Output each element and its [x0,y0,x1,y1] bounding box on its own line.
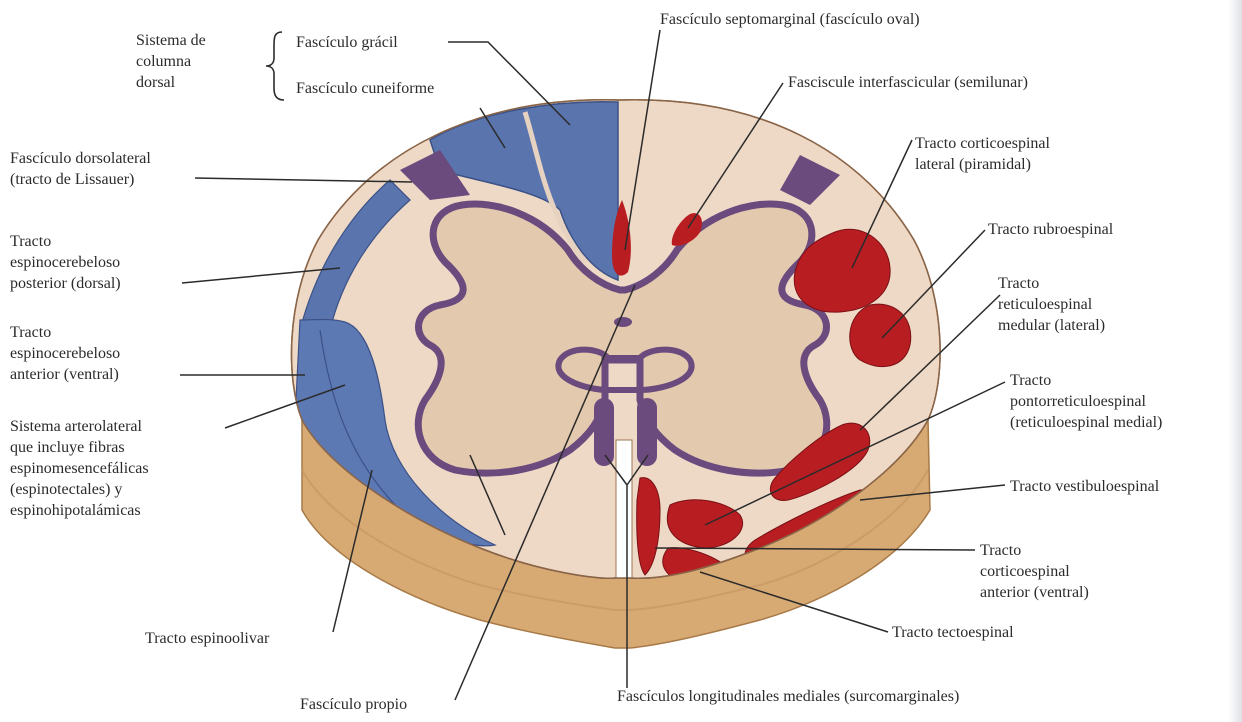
rubrospinal-tract [850,304,911,366]
label-tracto-corticoespinal-lateral: Tracto corticoespinal lateral (piramidal… [915,133,1050,175]
label-tracto-espinoolivar: Tracto espinoolivar [145,628,269,649]
label-fasciculo-cuneiforme: Fascículo cuneiforme [296,78,434,99]
label-tracto-espinocerebeloso-posterior: Tracto espinocerebeloso posterior (dorsa… [10,231,121,294]
label-tracto-corticoespinal-anterior: Tracto corticoespinal anterior (ventral) [980,540,1089,603]
dorsal-column-brace [266,32,284,100]
label-fasciculo-propio: Fascículo propio [300,694,407,715]
label-tracto-pontorreticuloespinal: Tracto pontorreticuloespinal (reticuloes… [1010,370,1162,433]
label-tracto-tectoespinal: Tracto tectoespinal [892,622,1014,643]
label-fasciculos-longitudinales: Fascículos longitudinales mediales (surc… [617,686,959,707]
label-fasciculo-septomarginal: Fascículo septomarginal (fascículo oval) [660,9,920,30]
label-fasciculo-gracil: Fascículo grácil [296,32,398,53]
anterior-median-fissure [616,440,632,600]
label-tracto-espinocerebeloso-anterior: Tracto espinocerebeloso anterior (ventra… [10,322,120,385]
medial-longitudinal-fasciculi-left [594,398,614,466]
label-sistema-anterolateral: Sistema arterolateral que incluye fibras… [10,416,149,521]
label-fasciculo-interfascicular: Fasciscule interfascicular (semilunar) [788,72,1028,93]
label-tracto-vestibuloespinal: Tracto vestibuloespinal [1010,476,1159,497]
label-tracto-rubroespinal: Tracto rubroespinal [988,219,1113,240]
label-sistema-columna-dorsal: Sistema de columna dorsal [136,30,206,93]
label-fasciculo-dorsolateral: Fascículo dorsolateral (tracto de Lissau… [10,148,151,190]
label-tracto-reticuloespinal-medular: Tracto reticuloespinal medular (lateral) [998,273,1105,336]
